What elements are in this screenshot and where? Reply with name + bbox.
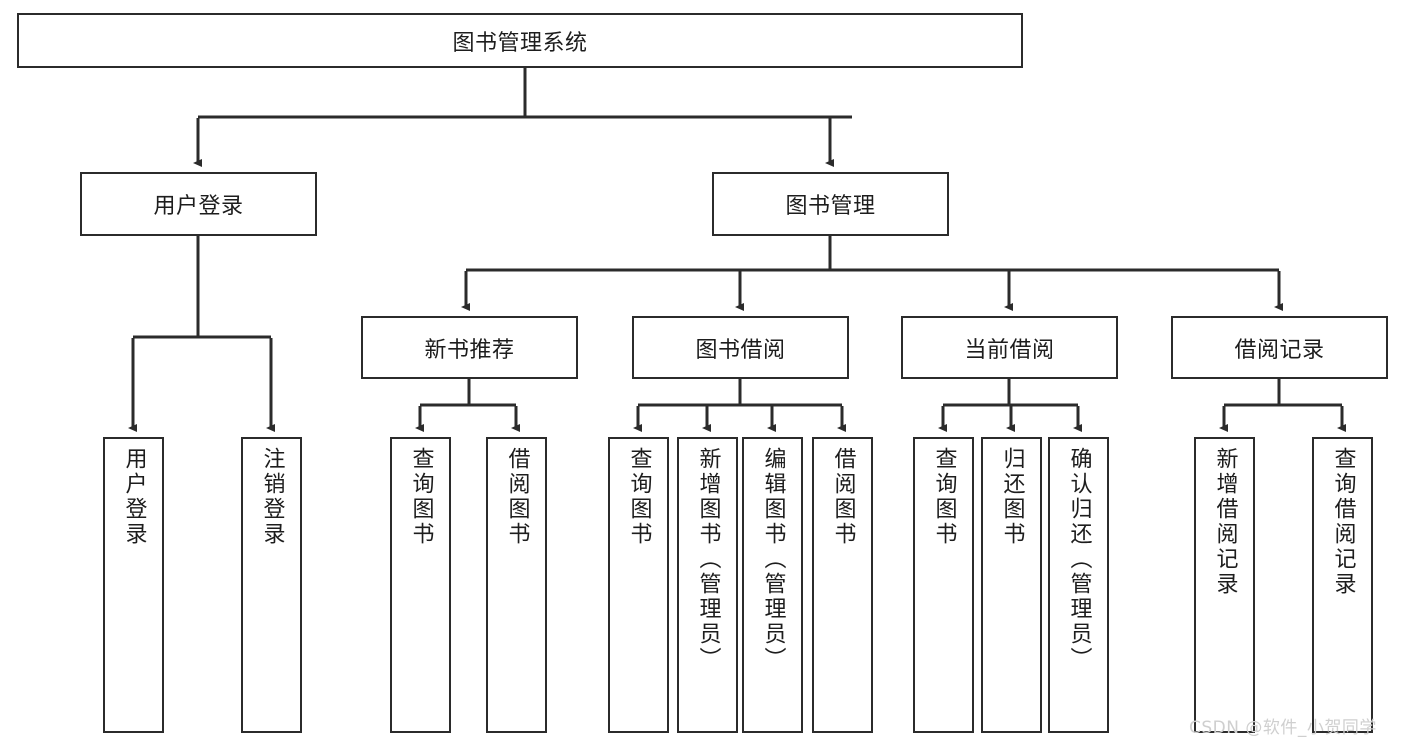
leaf-current-borrow-return[interactable]: 归还图书 [981,437,1042,733]
node-label: 归还图书 [999,447,1025,547]
leaf-borrow-record-query[interactable]: 查询借阅记录 [1312,437,1373,733]
node-book-borrow[interactable]: 图书借阅 [632,316,849,379]
node-label: 查询图书 [408,447,434,547]
node-label: 图书管理系统 [452,30,588,56]
node-label: 借阅记录 [1234,337,1325,363]
node-label: 查询借阅记录 [1330,447,1356,597]
node-label: 借阅图书 [504,447,530,547]
node-book-management[interactable]: 图书管理 [712,172,949,236]
node-label: 当前借阅 [964,337,1055,363]
node-label: 新增借阅记录 [1212,447,1238,597]
node-label: 用户登录 [153,194,244,219]
leaf-book-borrow-edit[interactable]: 编辑图书（管理员） [742,437,803,733]
leaf-new-book-query[interactable]: 查询图书 [390,437,451,733]
node-user-login[interactable]: 用户登录 [80,172,317,236]
node-new-book-recommend[interactable]: 新书推荐 [361,316,578,379]
node-label: 图书管理 [785,194,876,219]
node-label: 查询图书 [626,447,652,547]
leaf-book-borrow-add[interactable]: 新增图书（管理员） [677,437,738,733]
leaf-book-borrow-query[interactable]: 查询图书 [608,437,669,733]
leaf-user-login-logout[interactable]: 注销登录 [241,437,302,733]
node-label: 注销登录 [259,447,285,547]
node-label: 新增图书（管理员） [695,447,721,672]
node-label: 查询图书 [931,447,957,547]
node-label: 用户登录 [121,447,147,547]
leaf-borrow-record-add[interactable]: 新增借阅记录 [1194,437,1255,733]
node-label: 图书借阅 [695,337,786,363]
leaf-new-book-borrow[interactable]: 借阅图书 [486,437,547,733]
node-current-borrow[interactable]: 当前借阅 [901,316,1118,379]
node-label: 新书推荐 [424,337,515,363]
leaf-current-borrow-query[interactable]: 查询图书 [913,437,974,733]
node-label: 编辑图书（管理员） [760,447,786,672]
node-borrow-record[interactable]: 借阅记录 [1171,316,1388,379]
node-label: 确认归还（管理员） [1066,447,1092,672]
node-root-system[interactable]: 图书管理系统 [17,13,1023,68]
leaf-current-borrow-confirm-return[interactable]: 确认归还（管理员） [1048,437,1109,733]
leaf-user-login-login[interactable]: 用户登录 [103,437,164,733]
node-label: 借阅图书 [830,447,856,547]
leaf-book-borrow-borrow[interactable]: 借阅图书 [812,437,873,733]
